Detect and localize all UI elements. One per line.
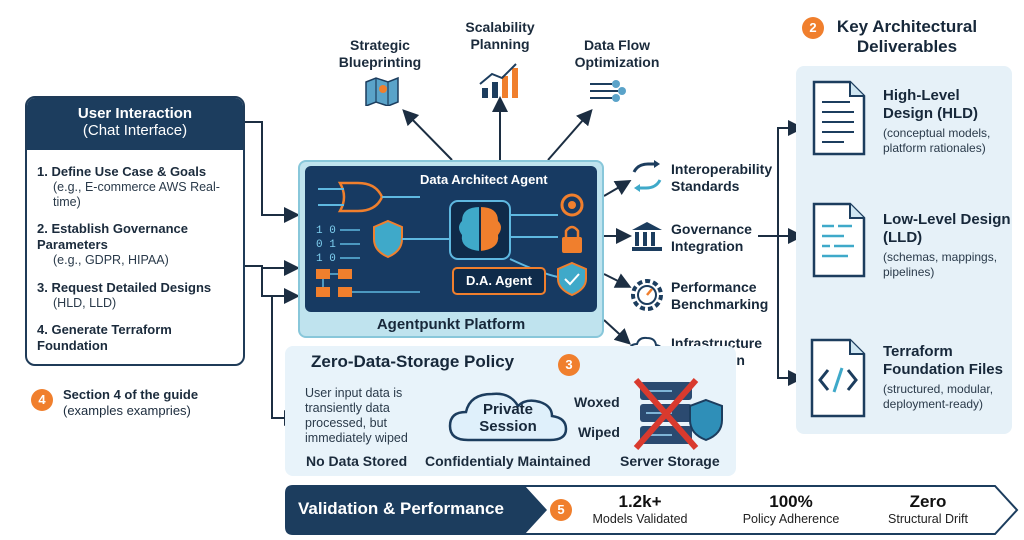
document-code-icon: [812, 202, 866, 278]
hld-title: High-Level Design (HLD): [883, 87, 978, 122]
data-flow-icon: [590, 80, 626, 102]
code-file-icon: [810, 338, 866, 418]
metric-value: 100%: [769, 492, 813, 511]
cloud-icon: [448, 392, 568, 442]
gear-icon: [560, 193, 584, 217]
metric-value: 1.2k+: [618, 492, 662, 511]
svg-text:1 0: 1 0: [316, 253, 336, 265]
step-title: 4. Generate Terraform Foundation: [37, 322, 172, 353]
step-4: 4. Generate Terraform Foundation: [37, 322, 242, 354]
map-icon: [365, 76, 399, 106]
zero-storage-title: Zero-Data-Storage Policy: [311, 352, 515, 371]
logic-gate-icon: [337, 181, 384, 213]
interoperability-standards-label: Interoperability Standards: [671, 161, 773, 194]
arrow-bottom-label: Wiped: [578, 424, 620, 440]
hld-subtitle: (conceptual models, platform rationales): [883, 126, 991, 155]
validation-bar: [285, 485, 1019, 535]
performance-benchmarking-label: Performance Benchmarking: [671, 279, 769, 312]
lld-subtitle: (schemas, mappings, pipelines): [883, 250, 998, 279]
caption-no-data: No Data Stored: [306, 453, 408, 469]
user-interaction-panel: User Interaction (Chat Interface) 1. Def…: [25, 96, 245, 366]
deliverables-badge: 2: [802, 17, 824, 39]
server-storage-icon: [633, 378, 723, 450]
agent-internals: 1 0 0 1 1 0: [316, 181, 587, 297]
step-title: 3. Request Detailed Designs: [37, 280, 212, 295]
metric-structural-drift: Zero Structural Drift: [872, 492, 984, 526]
bank-icon: [632, 222, 662, 251]
step-example: (e.g., E-commerce AWS Real-time): [53, 180, 220, 209]
shield-icon: [373, 219, 403, 259]
user-interaction-subtitle: (Chat Interface): [82, 122, 188, 139]
input-data-text: User input data is transiently data proc…: [305, 386, 408, 445]
caption-server-storage: Server Storage: [620, 453, 720, 469]
governance-integration-label: Governance Integration: [671, 221, 752, 254]
section-4-badge: 4: [31, 389, 53, 411]
validation-title: Validation & Performance: [298, 499, 504, 518]
growth-chart-icon: [479, 63, 518, 98]
section-4-subtext: (examples exampries): [63, 403, 191, 418]
terraform-title: Terraform Foundation Files: [883, 343, 1003, 378]
metric-value: Zero: [909, 492, 947, 511]
metric-policy-adherence: 100% Policy Adherence: [730, 492, 852, 526]
arrow-top-label: Woxed: [574, 394, 620, 410]
scalability-planning-label: Scalability Planning: [465, 19, 535, 52]
zero-storage-badge: 3: [558, 354, 580, 376]
svg-text:0 1: 0 1: [316, 239, 336, 251]
step-3: 3. Request Detailed Designs (HLD, LLD): [37, 280, 242, 311]
step-title: 2. Establish Governance Parameters: [37, 221, 189, 252]
step-example: (HLD, LLD): [53, 296, 117, 310]
strategic-blueprinting-label: Strategic Blueprinting: [338, 37, 422, 70]
user-interaction-title: User Interaction: [77, 105, 193, 122]
step-2: 2. Establish Governance Parameters (e.g.…: [37, 221, 242, 268]
data-flow-optimization-label: Data Flow Optimization: [574, 37, 660, 70]
section-4-note: Section 4 of the guide (examples exampri…: [63, 387, 198, 419]
sync-arrows-icon: [632, 160, 662, 192]
metric-label: Models Validated: [592, 512, 688, 526]
terraform-subtitle: (structured, modular, deployment-ready): [883, 382, 994, 411]
metric-models-validated: 1.2k+ Models Validated: [580, 492, 700, 526]
agent-title: Data Architect Agent: [420, 172, 548, 187]
platform-label: Agentpunkt Platform: [376, 316, 526, 333]
lld-title: Low-Level Design (LLD): [883, 211, 1011, 246]
step-example: (e.g., GDPR, HIPAA): [53, 253, 169, 267]
validation-badge: 5: [550, 499, 572, 521]
gauge-gear-icon: [631, 279, 663, 311]
shield-check-icon: [557, 261, 587, 297]
svg-text:1 0: 1 0: [316, 225, 336, 237]
lock-icon: [562, 237, 582, 253]
document-icon: [812, 80, 866, 156]
metric-label: Policy Adherence: [742, 512, 840, 526]
step-title: 1. Define Use Case & Goals: [37, 164, 207, 179]
user-interaction-header: User Interaction (Chat Interface): [27, 98, 243, 150]
caption-confidential: Confidentialy Maintained: [425, 453, 591, 469]
private-session-label: Private Session: [479, 401, 537, 435]
agent-badge: D.A. Agent: [452, 267, 546, 295]
step-1: 1. Define Use Case & Goals (e.g., E-comm…: [37, 164, 242, 210]
deliverables-title: Key Architectural Deliverables: [836, 17, 978, 56]
section-4-text: Section 4 of the guide: [63, 387, 199, 402]
metric-label: Structural Drift: [888, 512, 968, 526]
